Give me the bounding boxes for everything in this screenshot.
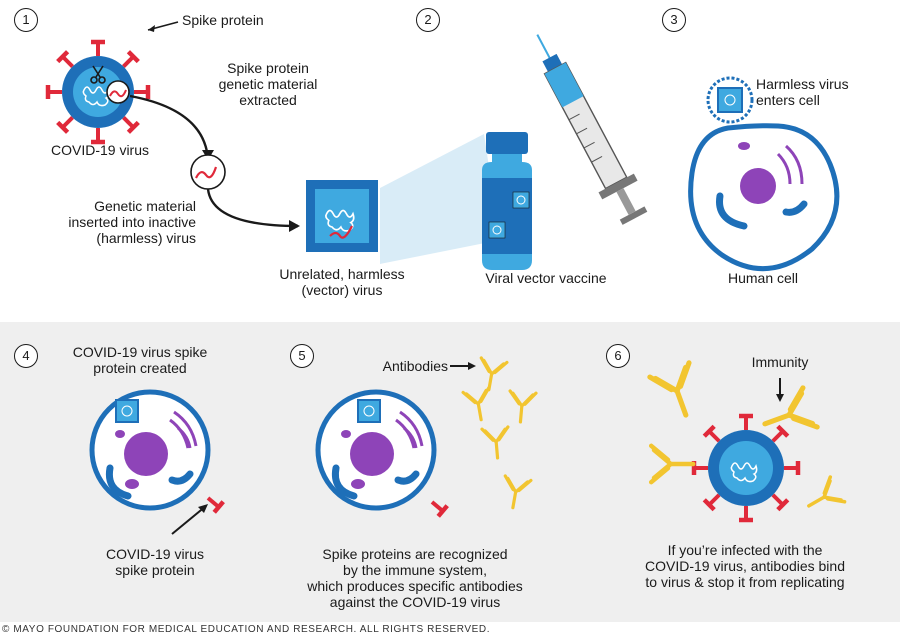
light-beam — [380, 134, 500, 264]
extracted-label: Spike protein genetic material extracted — [218, 60, 318, 108]
arrow-icon — [206, 188, 299, 228]
covid-virus — [48, 42, 148, 142]
step-5-number: 5 — [290, 344, 314, 368]
step-2-number: 2 — [416, 8, 440, 32]
recognized-label: Spike proteins are recognized by the imm… — [307, 546, 523, 610]
neutralized-virus — [694, 416, 798, 520]
vial-icon — [482, 132, 532, 270]
copyright-footer: © MAYO FOUNDATION FOR MEDICAL EDUCATION … — [2, 624, 491, 635]
genetic-inserted-label: Genetic material inserted into inactive … — [68, 198, 196, 246]
human-cell — [688, 76, 840, 272]
human-cell-label: Human cell — [727, 270, 799, 286]
step-1-number: 1 — [14, 8, 38, 32]
scissors-icon — [90, 65, 106, 84]
step-3-number: 3 — [662, 8, 686, 32]
step-4-number: 4 — [14, 344, 38, 368]
spike-protein-step4-label: COVID-19 virus spike protein — [105, 546, 205, 578]
step-6-number: 6 — [606, 344, 630, 368]
genetic-material-loupe — [190, 154, 226, 190]
vaccine-label: Viral vector vaccine — [485, 270, 607, 286]
covid-virus-label: COVID-19 virus — [50, 142, 150, 158]
immunity-label: Immunity — [751, 354, 809, 370]
syringe-icon — [536, 34, 648, 225]
infected-label: If you’re infected with the COVID-19 vir… — [645, 542, 845, 590]
arrow-icon — [171, 505, 207, 535]
extracted-genetic-material — [106, 80, 130, 104]
vector-virus-label: Unrelated, harmless (vector) virus — [279, 266, 405, 298]
step4-cell — [92, 392, 223, 512]
spike-protein-label: Spike protein — [182, 12, 264, 28]
virus-enters-label: Harmless virus enters cell — [756, 76, 849, 108]
vector-virus — [306, 180, 378, 252]
spike-created-label: COVID-19 virus spike protein created — [72, 344, 208, 376]
step5-cell — [318, 392, 447, 516]
antibodies-label: Antibodies — [382, 358, 448, 374]
arrow-icon — [129, 94, 210, 161]
